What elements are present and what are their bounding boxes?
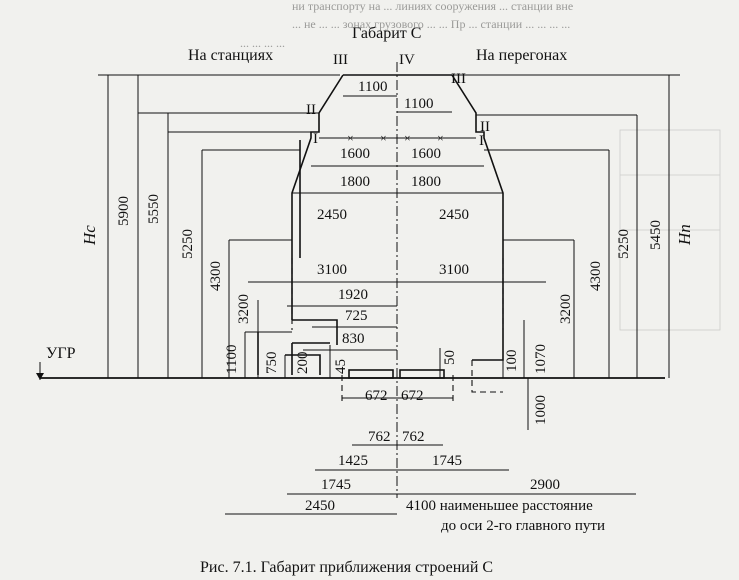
v-dim-750: 750 [264, 352, 280, 375]
v-dim-45: 45 [333, 359, 349, 374]
v-dim-200: 200 [295, 352, 311, 375]
v-dim-1000: 1000 [533, 395, 549, 425]
v-dim-5250-right: 5250 [616, 229, 632, 259]
ghost-table [619, 129, 721, 331]
step-200 [285, 354, 321, 375]
v-dim-100: 100 [504, 350, 520, 373]
dim-1100-left: 1100 [358, 79, 387, 95]
dim-2450-right: 2450 [439, 207, 469, 223]
gauge-right-edge [451, 74, 504, 320]
figure-caption: Рис. 7.1. Габарит приближения строений С [200, 559, 493, 576]
horizontal-dims [225, 95, 636, 515]
bg-line-3: ... ... ... ... [240, 36, 285, 50]
v-dim-5900: 5900 [116, 196, 132, 226]
h-station-label: Hс [80, 225, 99, 246]
left-header: На станциях [188, 47, 273, 64]
svg-text:×: × [437, 131, 444, 145]
step-1920 [292, 319, 338, 345]
dim-672-right: 672 [401, 388, 424, 404]
gauge-left-edge [291, 74, 344, 320]
x-markers: × × × × [347, 131, 444, 145]
dim-2900: 2900 [530, 477, 560, 493]
right-header: На перегонах [476, 47, 567, 64]
v-dim-50: 50 [442, 350, 458, 365]
dim-3100-right: 3100 [439, 262, 469, 278]
dim-1425: 1425 [338, 453, 368, 469]
dim-2450-left: 2450 [317, 207, 347, 223]
dim-2450-bottom: 2450 [305, 498, 335, 514]
dim-4100-note: 4100 наименьшее расстояние [406, 498, 593, 514]
roman-I-left: I [313, 131, 318, 147]
dim-672-left: 672 [365, 388, 388, 404]
v-dim-3200-left: 3200 [236, 294, 252, 324]
svg-text:×: × [380, 131, 387, 145]
dim-762-left: 762 [368, 429, 391, 445]
ugr-arrowhead [36, 373, 44, 380]
roman-II-left: II [306, 102, 316, 118]
dim-1745-left: 1745 [321, 477, 351, 493]
roman-I-right: I [479, 133, 484, 149]
dim-1100-right: 1100 [404, 96, 433, 112]
rail-right [399, 369, 445, 379]
dim-1920: 1920 [338, 287, 368, 303]
vertical-dims-right [439, 75, 670, 430]
vertical-dim-labels: 5900 5550 5250 4300 3200 1100 750 200 45… [116, 194, 664, 425]
v-dim-5550: 5550 [146, 194, 162, 224]
roman-III-left: III [333, 52, 348, 68]
dash-right-step [471, 360, 503, 393]
dim-762-right: 762 [402, 429, 425, 445]
h-stage-label: Hп [675, 224, 694, 246]
bg-line-2: ... не ... ... зонах грузового ... ... П… [292, 17, 570, 31]
svg-text:×: × [404, 131, 411, 145]
roman-IV: IV [399, 52, 415, 68]
v-dim-4300-right: 4300 [588, 261, 604, 291]
vertical-dims-left [107, 75, 331, 378]
dim-1745-right: 1745 [432, 453, 462, 469]
rail-left [348, 369, 394, 379]
right-step [472, 320, 504, 361]
svg-text:×: × [347, 131, 354, 145]
dim-1600-left: 1600 [340, 146, 370, 162]
background-text: ни транспорту на ... линиях сооружения .… [240, 0, 573, 50]
dim-3100-left: 3100 [317, 262, 347, 278]
dim-1600-right: 1600 [411, 146, 441, 162]
v-dim-4300-left: 4300 [208, 261, 224, 291]
dim-4100-note-2: до оси 2-го главного пути [441, 518, 605, 534]
v-dim-5450: 5450 [648, 220, 664, 250]
dim-1800-right: 1800 [411, 174, 441, 190]
figure-title: Габарит С [352, 25, 421, 42]
ugr-label: УГР [46, 345, 76, 362]
v-dim-1100: 1100 [224, 345, 240, 374]
v-dim-5250-left: 5250 [180, 229, 196, 259]
dim-725: 725 [345, 308, 368, 324]
dim-1800-left: 1800 [340, 174, 370, 190]
dim-830: 830 [342, 331, 365, 347]
v-dim-1070: 1070 [533, 344, 549, 374]
bg-line-1: ни транспорту на ... линиях сооружения .… [292, 0, 573, 13]
roman-II-right: II [480, 119, 490, 135]
v-dim-3200-right: 3200 [558, 294, 574, 324]
